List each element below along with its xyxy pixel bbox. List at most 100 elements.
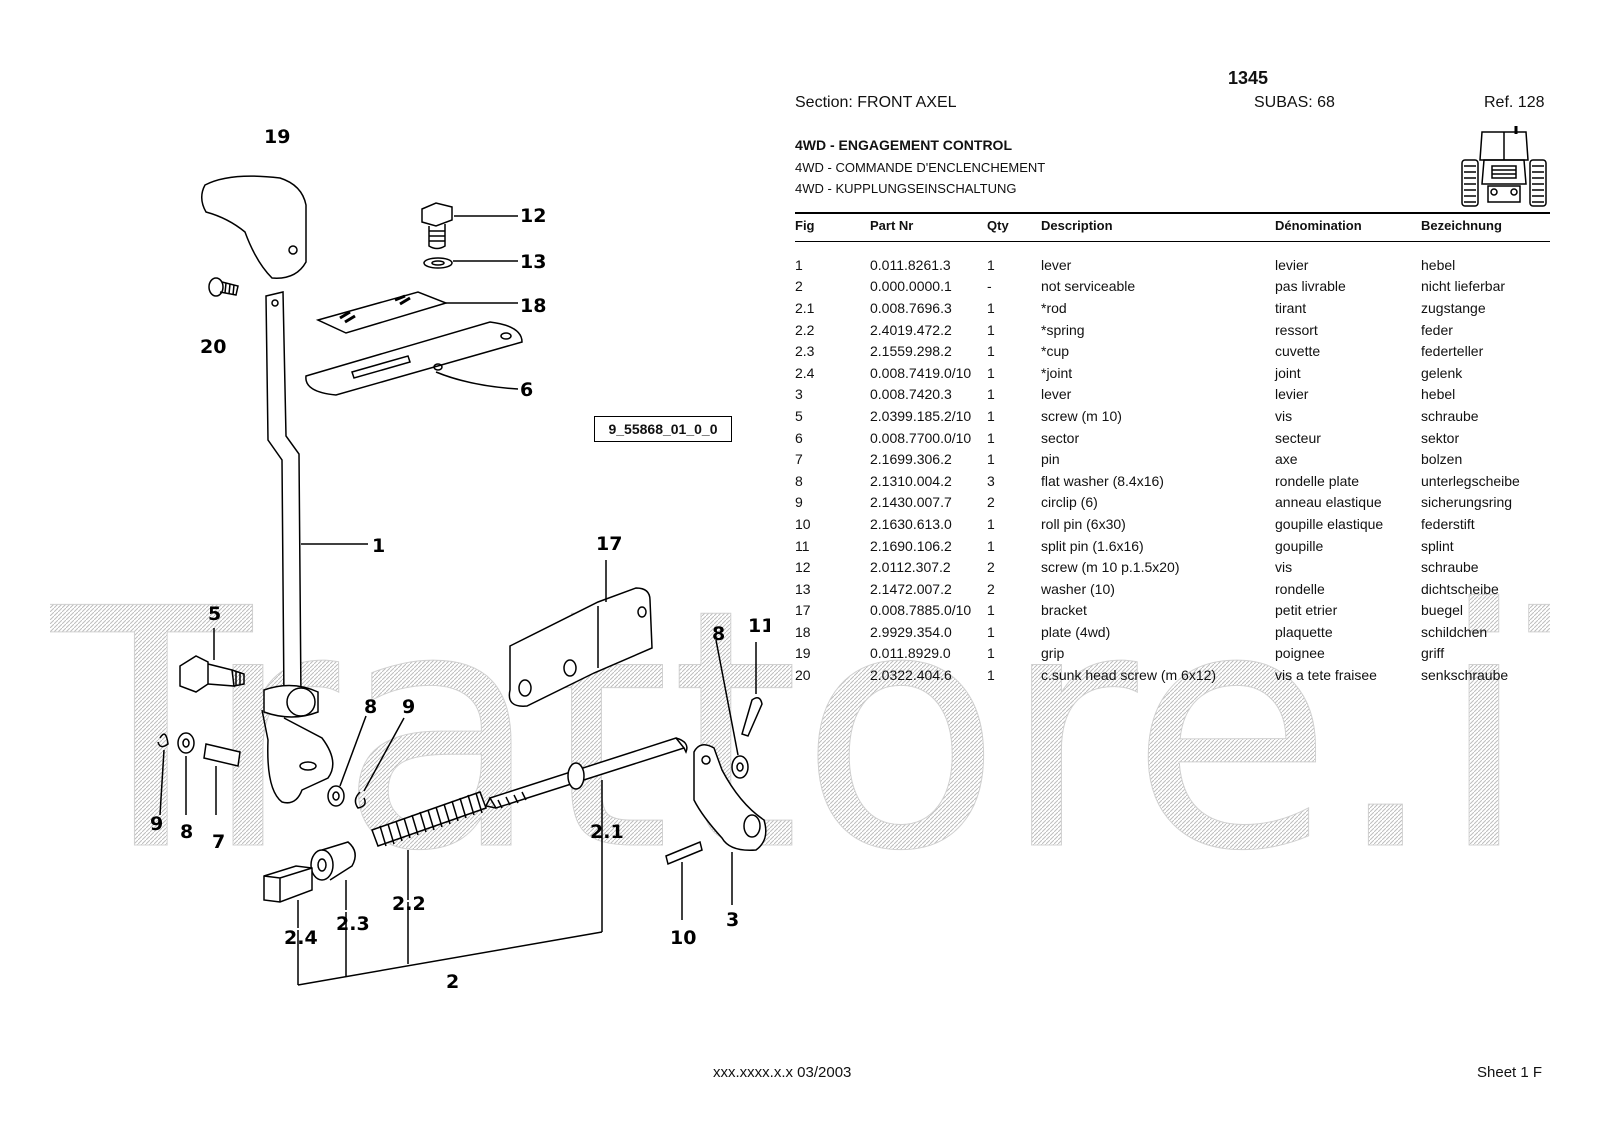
cell-description: circlip (6)	[1041, 494, 1098, 511]
cell-qty: 1	[987, 256, 995, 273]
hex-screw-part	[421, 202, 518, 250]
title-french: 4WD - COMMANDE D'ENCLENCHEMENT	[795, 160, 1046, 175]
joint-part	[263, 865, 313, 928]
cell-denomination: goupille	[1275, 537, 1324, 554]
cell-part-nr: 2.1690.106.2	[870, 537, 952, 554]
screw-m10-part	[179, 628, 245, 693]
callout-8: 8	[180, 821, 193, 843]
cell-denomination: pas livrable	[1275, 278, 1346, 295]
cell-bezeichnung: bolzen	[1421, 451, 1463, 468]
cell-part-nr: 2.1430.007.7	[870, 494, 952, 511]
cell-denomination: tirant	[1275, 299, 1307, 316]
cell-bezeichnung: gelenk	[1421, 364, 1463, 381]
cell-fig: 19	[795, 645, 811, 662]
cell-denomination: levier	[1275, 386, 1309, 403]
callout-2-1: 2.1	[590, 821, 624, 843]
cell-description: pin	[1041, 451, 1060, 468]
cell-qty: 1	[987, 515, 995, 532]
cell-bezeichnung: schraube	[1421, 559, 1479, 576]
header-denomination: Dénomination	[1275, 218, 1362, 233]
callout-2-3: 2.3	[336, 913, 370, 935]
cell-fig: 18	[795, 623, 811, 640]
cell-denomination: plaquette	[1275, 623, 1333, 640]
cell-denomination: joint	[1275, 364, 1301, 381]
callout-9: 9	[402, 696, 415, 718]
footer-code: xxx.xxxx.x.x 03/2003	[713, 1064, 852, 1081]
roll-pin-part	[665, 840, 703, 866]
cell-part-nr: 2.0112.307.2	[870, 559, 951, 576]
cell-bezeichnung: dichtscheibe	[1421, 580, 1499, 597]
cell-denomination: rondelle	[1275, 580, 1325, 597]
circlip-part	[157, 733, 169, 748]
callout-10: 10	[670, 927, 696, 949]
cell-fig: 6	[795, 429, 803, 446]
header-bezeichnung: Bezeichnung	[1421, 218, 1502, 233]
cell-fig: 3	[795, 386, 803, 403]
cell-denomination: cuvette	[1275, 343, 1321, 360]
cell-part-nr: 0.008.7885.0/10	[870, 602, 972, 619]
cell-qty: 1	[987, 602, 995, 619]
parts-table-body: 1 0.011.8261.3 1 lever levier hebel 2 0.000.000…	[795, 240, 1550, 686]
sector-part	[305, 321, 523, 396]
diagram-id-label: 9_55868_01_0_0	[594, 416, 732, 442]
cell-bezeichnung: unterlegscheibe	[1421, 472, 1520, 489]
cell-part-nr: 2.1559.298.2	[870, 343, 952, 360]
cell-part-nr: 2.1630.613.0	[870, 515, 952, 532]
cell-denomination: secteur	[1275, 429, 1321, 446]
cell-fig: 7	[795, 451, 803, 468]
callout-2-2: 2.2	[392, 893, 426, 915]
cell-qty: 1	[987, 299, 995, 316]
cell-qty: 1	[987, 386, 995, 403]
callout-13: 13	[520, 251, 546, 273]
pin-part	[203, 743, 241, 767]
cell-part-nr: 0.011.8929.0	[870, 645, 951, 662]
cell-denomination: goupille elastique	[1275, 515, 1384, 532]
cell-description: *cup	[1041, 343, 1070, 360]
parts-table: Fig Part Nr Qty Description Dénomination…	[795, 218, 1550, 686]
cell-part-nr: 0.008.7696.3	[870, 299, 952, 316]
section-label: Section: FRONT AXEL	[795, 94, 957, 111]
callout-17: 17	[596, 533, 622, 555]
cell-bezeichnung: federteller	[1421, 343, 1484, 360]
cell-fig: 2	[795, 278, 803, 295]
cell-fig: 1	[795, 256, 803, 273]
cell-description: *joint	[1041, 364, 1073, 381]
cell-qty: 1	[987, 451, 995, 468]
table-header-row: Fig Part Nr Qty Description Dénomination…	[795, 218, 1550, 240]
callout-6: 6	[520, 379, 533, 401]
callout-2-4: 2.4	[284, 927, 318, 949]
cell-description: sector	[1041, 429, 1080, 446]
table-header-rule	[795, 241, 1550, 242]
cell-description: lever	[1041, 256, 1072, 273]
cell-qty: 2	[987, 494, 995, 511]
cell-description: grip	[1041, 645, 1065, 662]
cell-part-nr: 0.000.0000.1	[870, 278, 952, 295]
cell-part-nr: 0.011.8261.3	[870, 256, 951, 273]
cell-part-nr: 0.008.7420.3	[870, 386, 952, 403]
cell-fig: 12	[795, 559, 811, 576]
exploded-parts-diagram: 19 12 13 18 20 6 1 17 5 8 11 8 9 9 8 7 2…	[150, 126, 770, 993]
cell-bezeichnung: feder	[1421, 321, 1453, 338]
cell-description: split pin (1.6x16)	[1041, 537, 1144, 554]
cell-bezeichnung: hebel	[1421, 256, 1456, 273]
callout-7: 7	[212, 831, 225, 853]
cell-description: screw (m 10 p.1.5x20)	[1041, 559, 1180, 576]
cell-part-nr: 2.0322.404.6	[870, 667, 952, 684]
cell-fig: 2.3	[795, 343, 815, 360]
cell-description: roll pin (6x30)	[1041, 515, 1126, 532]
cell-qty: 1	[987, 407, 995, 424]
